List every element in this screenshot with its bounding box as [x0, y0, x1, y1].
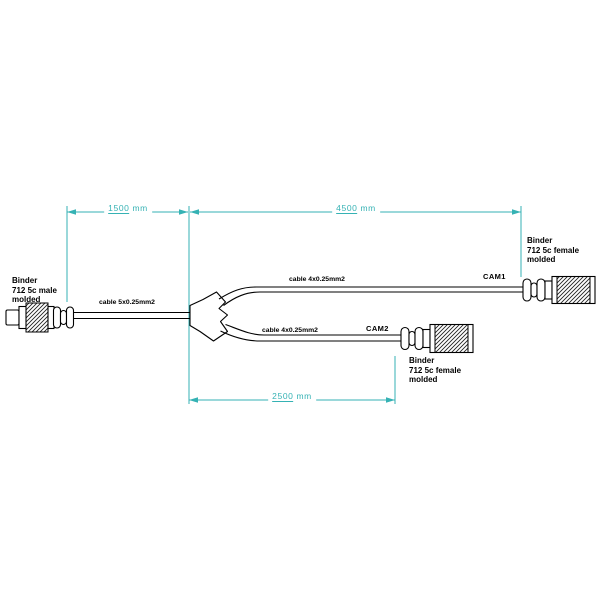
- label-line: Binder: [527, 236, 553, 245]
- dim-unit: mm: [132, 203, 148, 213]
- arrowhead: [386, 397, 395, 403]
- arrowhead: [190, 209, 199, 215]
- male-connector-tip: [5, 309, 20, 326]
- label-line: 712 5c male: [12, 285, 57, 295]
- male-connector-collar: [18, 305, 27, 330]
- dim-unit: mm: [296, 391, 312, 401]
- dim-label-2500: 2500 mm: [268, 391, 316, 402]
- strain-relief-rib: [59, 309, 68, 326]
- top-branch-cable-label: cable 4x0.25mm2: [288, 276, 346, 283]
- bottom-branch-cable-label: cable 4x0.25mm2: [261, 327, 319, 334]
- dim-label-1500: 1500 mm: [104, 203, 152, 214]
- cam1-connector-label: Binder 712 5c female molded: [527, 236, 579, 265]
- strain-relief-rib: [52, 306, 62, 329]
- label-line: 712 5c female: [409, 365, 462, 375]
- strain-relief-rib: [414, 326, 424, 351]
- strain-relief-rib: [522, 278, 532, 302]
- cam2-connector-body: [434, 324, 469, 353]
- dim-value: 2500: [272, 391, 294, 402]
- label-line: 712 5c female: [527, 245, 580, 255]
- label-line: molded: [409, 375, 438, 384]
- main-cable-label: cable 5x0.25mm2: [98, 299, 156, 306]
- male-connector: [5, 302, 75, 333]
- dim-value: 1500: [108, 203, 130, 214]
- male-connector-label: Binder 712 5c male molded: [12, 276, 57, 305]
- bottom-branch-bottom-edge: [220, 330, 402, 342]
- strain-relief-rib: [400, 326, 410, 351]
- strain-relief-rib: [536, 278, 546, 302]
- dim-unit: mm: [360, 203, 376, 213]
- bottom-branch-top-edge: [225, 323, 402, 336]
- cam1-connector-collar: [544, 280, 553, 300]
- cam2-connector-label: Binder 712 5c female molded: [409, 356, 461, 385]
- top-branch-top-edge: [218, 286, 524, 300]
- dim-label-4500: 4500 mm: [332, 203, 380, 214]
- label-line: molded: [527, 255, 556, 264]
- y-splitter-boot: [189, 291, 229, 342]
- top-branch-bottom-edge: [223, 291, 524, 306]
- male-connector-body: [25, 302, 49, 333]
- label-line: molded: [12, 295, 41, 304]
- cam2-connector-collar: [422, 328, 431, 349]
- arrowhead: [179, 209, 188, 215]
- arrowhead: [67, 209, 76, 215]
- bottom-branch-cable: [220, 323, 402, 342]
- cam1-connector: [522, 275, 596, 305]
- port-label-cam1: CAM1: [483, 272, 506, 281]
- port-label-cam2: CAM2: [366, 324, 389, 333]
- arrowhead: [512, 209, 521, 215]
- strain-relief-rib: [408, 330, 416, 347]
- arrowhead: [189, 397, 198, 403]
- strain-relief-rib: [65, 306, 75, 329]
- top-branch-cable: [218, 286, 524, 306]
- cam2-connector: [400, 323, 474, 354]
- label-line: Binder: [12, 276, 38, 285]
- dim-value: 4500: [336, 203, 358, 214]
- strain-relief-rib: [530, 282, 538, 298]
- label-line: Binder: [409, 356, 435, 365]
- main-cable: [73, 311, 190, 320]
- cam1-connector-body: [556, 276, 591, 304]
